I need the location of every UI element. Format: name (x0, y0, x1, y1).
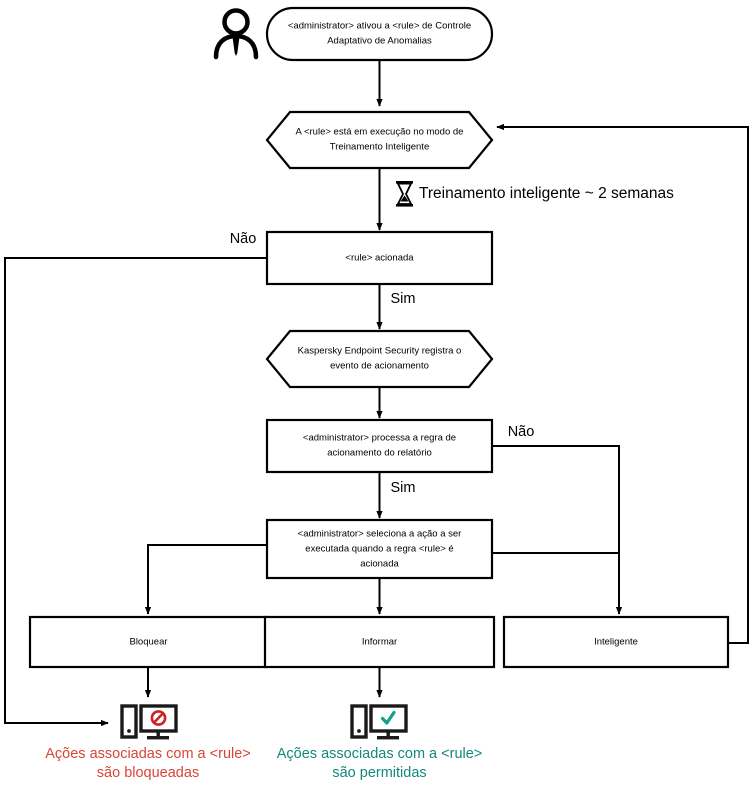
edge-smart-loop-back (496, 123, 749, 644)
action-block-node: Bloquear (28, 615, 269, 669)
hourglass-icon (396, 181, 413, 207)
outcome-blocked-line-2: são bloqueadas (97, 765, 199, 781)
action-block-label: Bloquear (129, 637, 167, 648)
edge-admin-processes-no (492, 445, 623, 615)
admin-processes-rule-node: <administrator> processa a regra de acio… (265, 418, 494, 474)
person-icon (213, 8, 259, 60)
start-node-line-2: Adaptativo de Anomalias (327, 36, 432, 47)
kes-logs-line-1: Kaspersky Endpoint Security registra o (298, 346, 462, 357)
training-mode-line-1: A <rule> está em execução no modo de (296, 127, 464, 138)
kes-logs-line-2: evento de acionamento (330, 361, 429, 372)
action-inform-node: Informar (263, 615, 496, 669)
outcome-allowed-caption: Ações associadas com a <rule> são permit… (277, 746, 483, 781)
computer-blocked-icon (120, 704, 178, 740)
edge-label-admin-processes-yes: Sim (391, 480, 416, 496)
admin-selects-action-node: <administrator> seleciona a ação a ser e… (265, 518, 494, 580)
training-mode-line-2: Treinamento Inteligente (330, 142, 429, 153)
edge-label-rule-triggered-no: Não (230, 231, 257, 247)
admin-selects-line-3: acionada (360, 559, 399, 570)
training-duration-note-text: Treinamento inteligente ~ 2 semanas (419, 185, 674, 202)
start-node: <administrator> ativou a <rule> de Contr… (265, 6, 494, 62)
kes-logs-event-node: Kaspersky Endpoint Security registra o e… (265, 329, 494, 389)
action-inform-label: Informar (362, 637, 397, 648)
admin-selects-line-1: <administrator> seleciona a ação a ser (298, 529, 462, 540)
action-smart-node: Inteligente (502, 615, 730, 669)
training-mode-node: A <rule> está em execução no modo de Tre… (265, 110, 494, 170)
start-node-line-1: <administrator> ativou a <rule> de Contr… (288, 21, 471, 32)
action-smart-label: Inteligente (594, 637, 638, 648)
admin-selects-line-2: executada quando a regra <rule> é (305, 544, 453, 555)
training-duration-note: Treinamento inteligente ~ 2 semanas (396, 181, 674, 207)
outcome-blocked-line-1: Ações associadas com a <rule> (45, 746, 251, 762)
outcome-blocked-caption: Ações associadas com a <rule> são bloque… (45, 746, 251, 781)
edge-label-rule-triggered-yes: Sim (391, 291, 416, 307)
computer-allowed-icon (350, 704, 408, 740)
edge-selects-to-block (144, 544, 267, 615)
rule-triggered-line-1: <rule> acionada (345, 253, 414, 264)
edge-label-admin-processes-no: Não (508, 424, 535, 440)
rule-triggered-node: <rule> acionada (265, 230, 494, 286)
outcome-allowed-line-2: são permitidas (332, 765, 426, 781)
admin-processes-line-1: <administrator> processa a regra de (303, 433, 456, 444)
admin-processes-line-2: acionamento do relatório (327, 448, 432, 459)
outcome-allowed-line-1: Ações associadas com a <rule> (277, 746, 483, 762)
edge-rule-triggered-no (4, 257, 267, 727)
